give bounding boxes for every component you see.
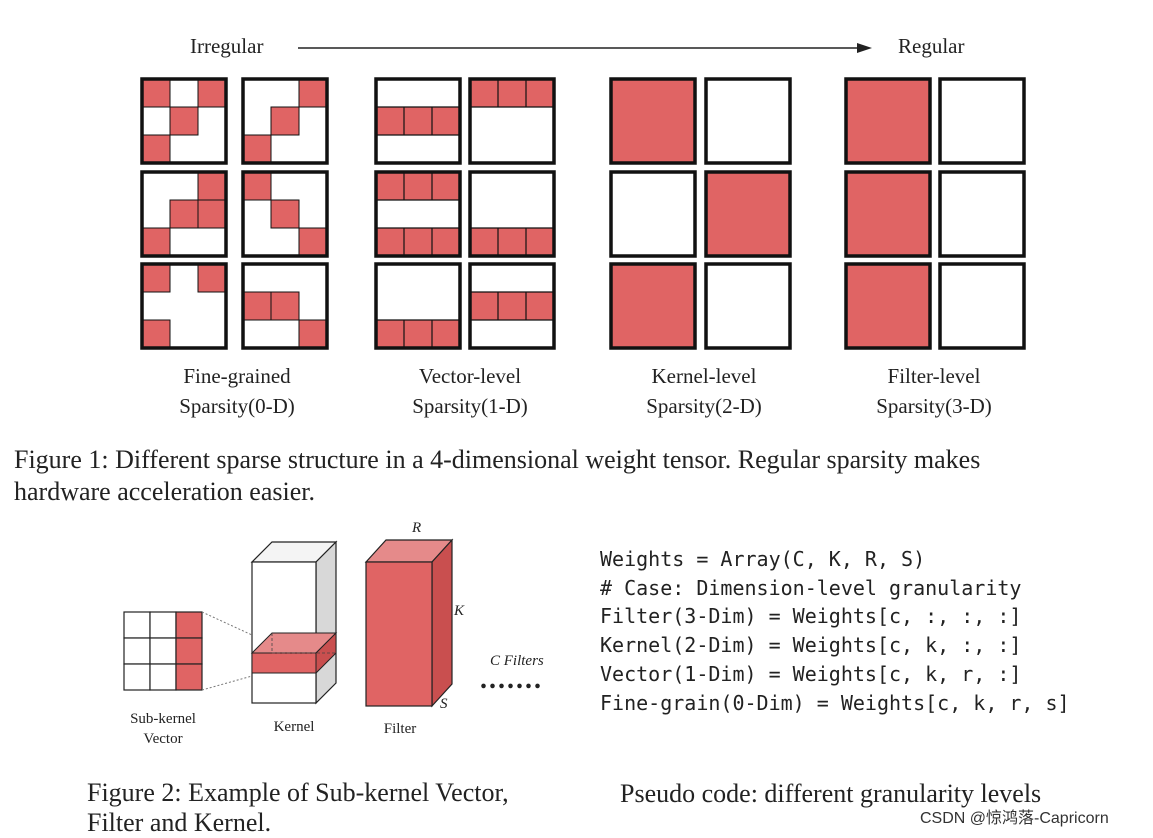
code-line: # Case: Dimension-level granularity <box>600 575 1022 600</box>
sparsity-square <box>704 262 792 350</box>
sparsity-square <box>938 77 1026 165</box>
regular-label: Regular <box>898 34 965 58</box>
sparsity-square <box>468 170 556 258</box>
sparsity-square <box>468 262 556 350</box>
sparsity-grids <box>140 77 1026 350</box>
sparsity-square <box>938 262 1026 350</box>
sparsity-square <box>374 262 462 350</box>
figure-1-caption: Figure 1: Different sparse structure in … <box>14 445 981 506</box>
more-filters-dots: ....... <box>480 664 543 695</box>
sparsity-square <box>140 262 228 350</box>
sparsity-square <box>609 77 697 165</box>
dim-s-label: S <box>440 696 448 712</box>
sub-kernel-grid <box>123 611 203 691</box>
watermark: CSDN @惊鸿落-Capricorn <box>920 810 1109 827</box>
sparsity-square <box>938 170 1026 258</box>
code-line: Fine-grain(0-Dim) = Weights[c, k, r, s] <box>600 690 1070 715</box>
c-filters-label: C Filters <box>490 653 544 669</box>
sparsity-square <box>140 77 228 165</box>
sparsity-square <box>241 170 329 258</box>
kernel-cuboid <box>250 540 338 705</box>
code-line: Weights = Array(C, K, R, S) <box>600 547 926 571</box>
sparsity-square <box>844 170 932 258</box>
sparsity-square <box>374 77 462 165</box>
sparsity-square <box>704 77 792 165</box>
sparsity-square <box>609 170 697 258</box>
figure-2-caption: Figure 2: Example of Sub-kernel Vector, … <box>87 778 509 837</box>
filter-cuboid <box>364 538 454 708</box>
pseudo-code-caption: Pseudo code: different granularity level… <box>620 779 1042 808</box>
figure-2-diagram <box>123 538 454 708</box>
dim-k-label: K <box>454 603 465 619</box>
sparsity-square <box>844 77 932 165</box>
code-line: Kernel(2-Dim) = Weights[c, k, :, :] <box>600 633 1022 658</box>
filter-label: Filter <box>383 721 417 737</box>
sparsity-square <box>374 170 462 258</box>
figure-1-diagram <box>140 43 1026 350</box>
irregular-label: Irregular <box>190 34 264 58</box>
code-line: Vector(1-Dim) = Weights[c, k, r, :] <box>600 661 1022 686</box>
sparsity-square <box>704 170 792 258</box>
sparsity-square <box>241 262 329 350</box>
sparsity-square <box>241 77 329 165</box>
code-line: Filter(3-Dim) = Weights[c, :, :, :] <box>600 604 1022 629</box>
arrow-head-icon <box>857 43 872 53</box>
sparsity-square <box>609 262 697 350</box>
dim-r-label: R <box>412 520 422 536</box>
sparsity-square <box>468 77 556 165</box>
pseudo-code-block: Weights = Array(C, K, R, S) # Case: Dime… <box>600 545 1070 717</box>
sparsity-square <box>140 170 228 258</box>
kernel-label: Kernel <box>273 719 315 735</box>
sparsity-square <box>844 262 932 350</box>
